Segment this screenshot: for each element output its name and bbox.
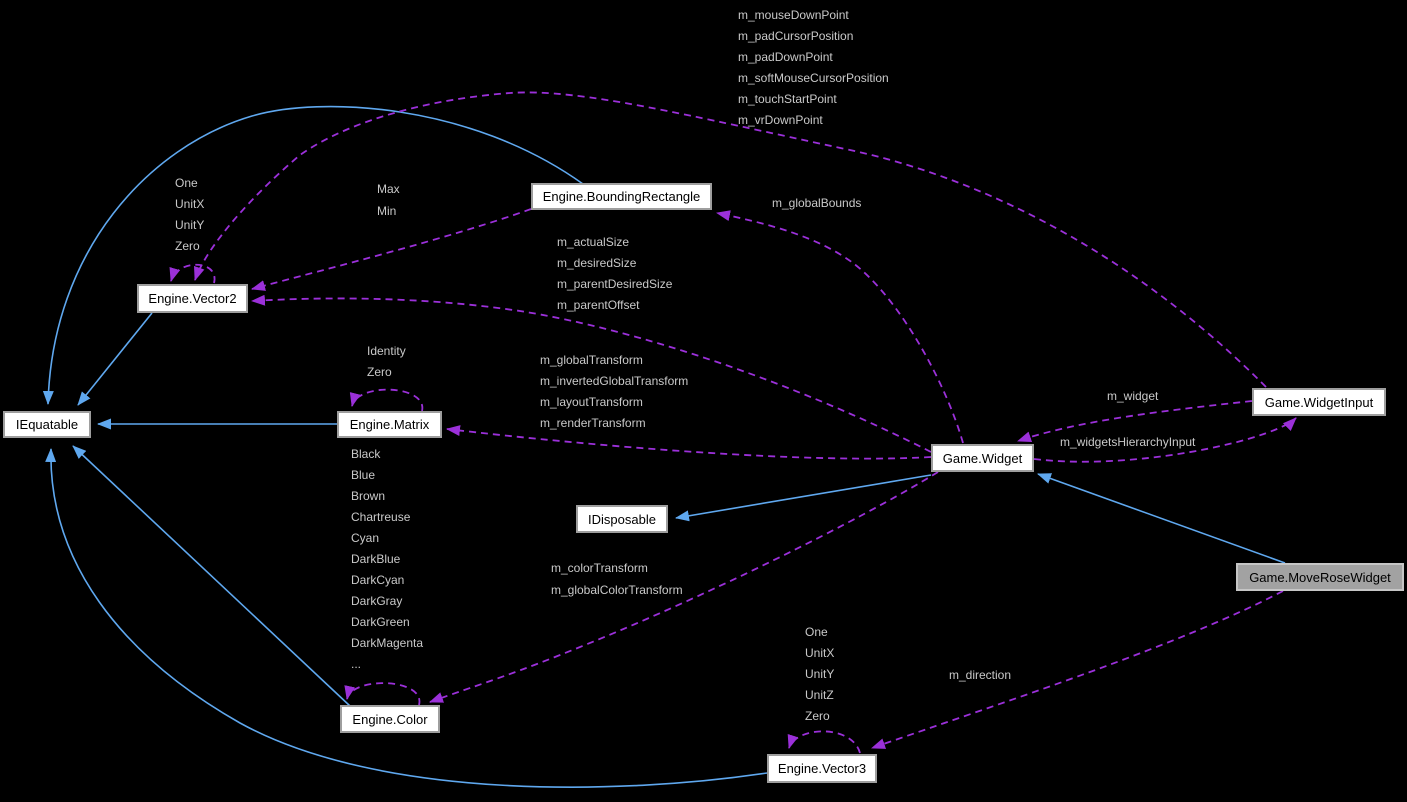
edge-matrix-self-loop bbox=[349, 388, 423, 412]
edge-label-vector2-self-fields: One UnitX UnitY Zero bbox=[175, 176, 205, 253]
edge-bounding-rectangle-to-vector2 bbox=[251, 208, 532, 291]
node-game-moverosewidget[interactable]: Game.MoveRoseWidget bbox=[1236, 563, 1404, 591]
edge-label-widget-matrix-fields: m_globalTransform m_invertedGlobalTransf… bbox=[540, 353, 689, 430]
node-engine-vector3[interactable]: Engine.Vector3 bbox=[767, 754, 877, 783]
node-iequatable[interactable]: IEquatable bbox=[3, 411, 91, 438]
edge-label-widget-color-fields: m_colorTransform m_globalColorTransform bbox=[551, 561, 683, 597]
edge-widget-to-idisposable bbox=[675, 474, 932, 522]
edge-vector3-to-iequatable bbox=[45, 448, 768, 788]
edge-label-m-widget: m_widget bbox=[1107, 389, 1159, 403]
edge-label-widgetinput-vector2-fields: m_mouseDownPoint m_padCursorPosition m_p… bbox=[738, 8, 889, 127]
edge-label-color-self-fields: Black Blue Brown Chartreuse Cyan DarkBlu… bbox=[351, 447, 424, 671]
edge-widget-input-to-widget bbox=[1017, 400, 1253, 443]
node-game-widgetinput[interactable]: Game.WidgetInput bbox=[1252, 388, 1386, 416]
edge-move-rose-widget-to-widget bbox=[1037, 473, 1286, 564]
edge-label-matrix-self-fields: Identity Zero bbox=[367, 344, 406, 379]
node-game-widget[interactable]: Game.Widget bbox=[931, 444, 1034, 472]
edge-widget-to-color bbox=[429, 471, 939, 703]
edge-move-rose-widget-to-vector3 bbox=[871, 590, 1284, 749]
edge-label-boundingrectangle-vector2-fields: Max Min bbox=[377, 182, 400, 218]
edge-widget-to-bounding-rectangle bbox=[716, 210, 964, 444]
edge-widget-to-widget-input bbox=[1033, 417, 1297, 463]
edge-bounding-rectangle-to-iequatable bbox=[42, 105, 584, 405]
edge-label-widget-vector2-fields: m_actualSize m_desiredSize m_parentDesir… bbox=[557, 235, 673, 312]
edge-label-global-bounds: m_globalBounds bbox=[772, 196, 862, 210]
node-engine-boundingrectangle[interactable]: Engine.BoundingRectangle bbox=[531, 183, 712, 210]
node-engine-color[interactable]: Engine.Color bbox=[340, 705, 440, 733]
node-engine-matrix[interactable]: Engine.Matrix bbox=[337, 411, 442, 438]
edge-vector2-self-loop bbox=[169, 263, 216, 284]
edge-label-m-direction: m_direction bbox=[949, 668, 1012, 682]
edge-widget-to-matrix bbox=[446, 425, 932, 460]
node-engine-vector2[interactable]: Engine.Vector2 bbox=[137, 284, 248, 313]
edge-color-self-loop bbox=[344, 682, 421, 706]
edge-color-to-iequatable bbox=[72, 445, 351, 707]
edge-label-widgets-hierarchy-input: m_widgetsHierarchyInput bbox=[1060, 435, 1196, 449]
edge-vector2-to-iequatable bbox=[77, 312, 153, 406]
node-idisposable[interactable]: IDisposable bbox=[576, 505, 668, 533]
edge-label-vector3-self-fields: One UnitX UnitY UnitZ Zero bbox=[805, 625, 835, 723]
edge-vector3-self-loop bbox=[787, 730, 861, 754]
edge-widget-input-to-vector2 bbox=[194, 91, 1267, 388]
